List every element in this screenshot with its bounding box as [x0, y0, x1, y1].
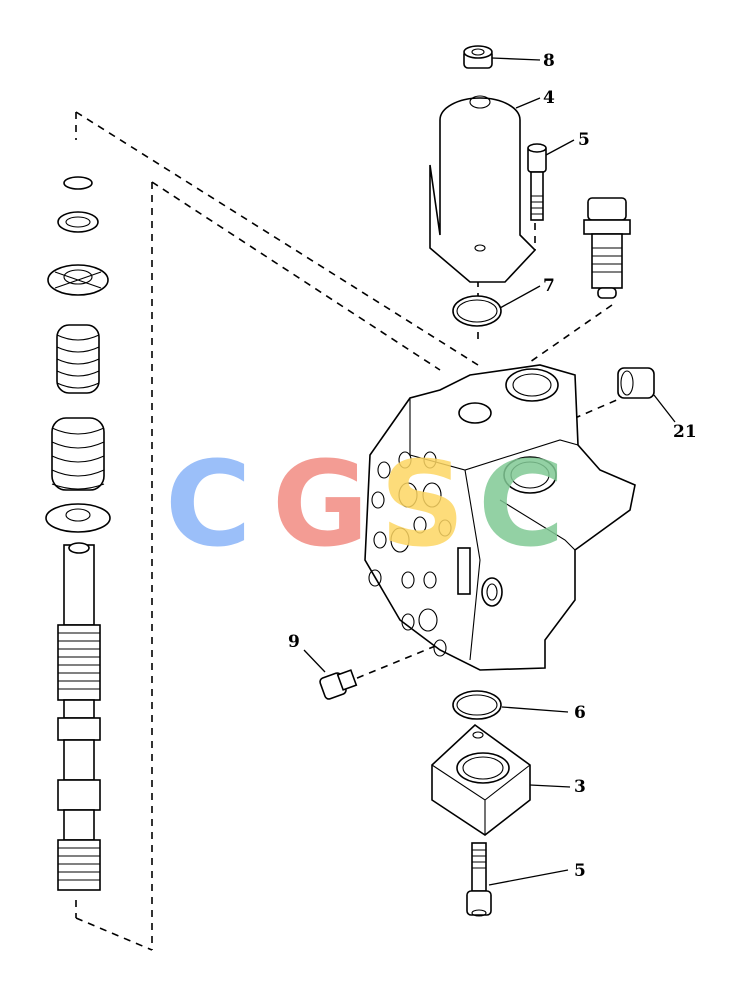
- cover-part-4: [429, 95, 537, 283]
- callout-4: 4: [543, 88, 555, 108]
- retainer-part: [47, 264, 109, 296]
- bolt-part-5-bottom: [466, 842, 492, 917]
- o-ring-part-6: [452, 690, 502, 720]
- bolt-part-5-top: [527, 143, 547, 221]
- spool-part: [57, 542, 101, 891]
- o-ring-part-7: [452, 295, 502, 327]
- watermark-letter-4: C: [478, 435, 565, 573]
- valve-body: [364, 364, 636, 671]
- callout-21: 21: [673, 422, 697, 442]
- flange-part-3: [431, 723, 531, 836]
- callout-8: 8: [543, 51, 555, 71]
- callout-3: 3: [574, 777, 586, 797]
- watermark-letter-3: S: [380, 435, 465, 573]
- spring-seat-part: [45, 503, 111, 533]
- plug-part-8: [463, 45, 493, 69]
- watermark-logo: C G S C: [165, 435, 565, 573]
- watermark-letter-2: G: [272, 435, 369, 573]
- inner-spring-part: [51, 417, 105, 491]
- watermark-letter-1: C: [165, 435, 252, 573]
- leader-lines: [303, 57, 676, 886]
- callout-7: 7: [543, 276, 555, 296]
- callout-9: 9: [288, 632, 300, 652]
- spool-stack: [45, 176, 111, 891]
- callout-6: 6: [574, 703, 586, 723]
- callout-labels: 8 4 5 7 21 9 6 3 5: [288, 51, 697, 881]
- snap-ring-part: [63, 176, 93, 190]
- callout-5-bottom: 5: [574, 861, 586, 881]
- seal-ring-part: [57, 211, 99, 233]
- relief-valve-part: [583, 197, 631, 299]
- plug-part-21: [617, 367, 655, 399]
- callout-5-top: 5: [578, 130, 590, 150]
- outer-spring-part: [56, 324, 100, 394]
- plug-part-9: [319, 669, 358, 700]
